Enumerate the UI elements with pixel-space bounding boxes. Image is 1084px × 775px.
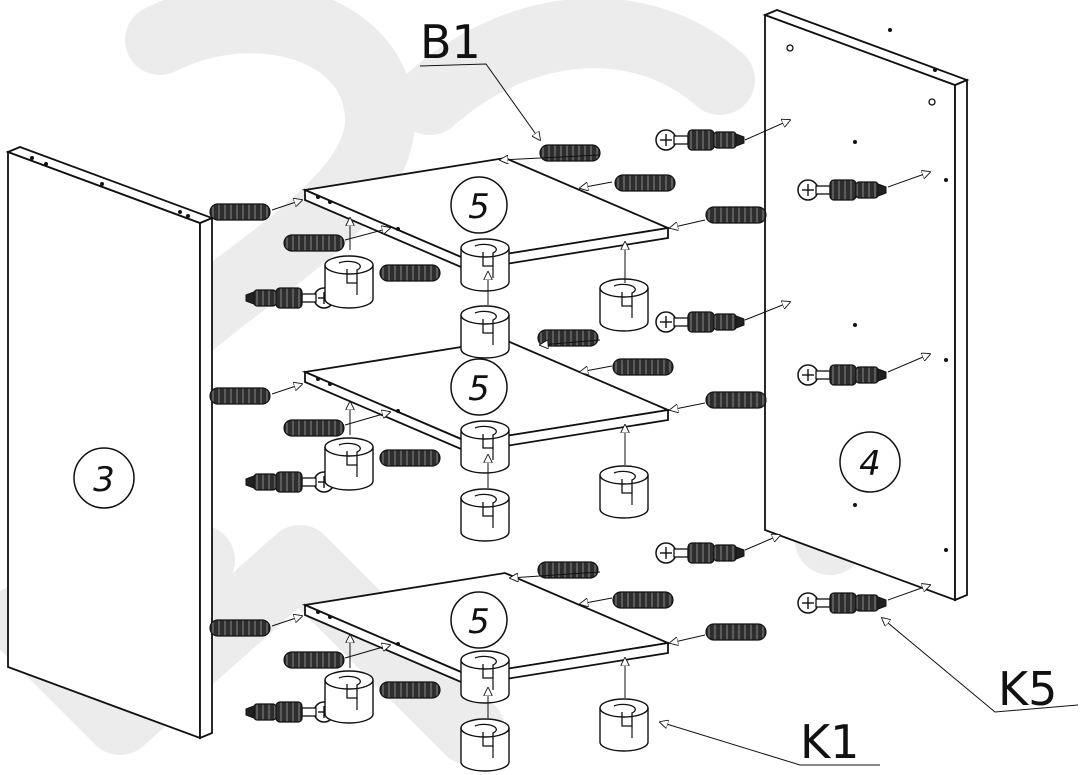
side-panel-left xyxy=(5,146,215,740)
cam-bolt-icon xyxy=(246,288,334,308)
cam-bolt-icon xyxy=(246,702,334,722)
assembly-arrows xyxy=(271,120,930,718)
cam-lock-icon xyxy=(324,670,374,724)
cam-bolt-icon xyxy=(655,542,745,564)
dowel-icon xyxy=(283,234,345,252)
dowel-icon xyxy=(379,449,441,467)
part-3-badge xyxy=(73,447,135,509)
dowel-icon xyxy=(209,203,271,221)
callout-label-k1: K1 xyxy=(800,715,859,769)
cam-lock-icon xyxy=(599,278,649,332)
dowel-icon xyxy=(614,174,676,192)
part-4-label: 4 xyxy=(859,444,881,484)
cam-bolt-icon xyxy=(797,179,887,201)
part-5-badge-top xyxy=(450,176,508,234)
dowel-icon xyxy=(209,619,271,637)
cam-bolt-icon xyxy=(655,129,745,151)
cam-lock-icon xyxy=(599,698,649,752)
dowel-icon xyxy=(705,623,767,641)
dowel-icon xyxy=(379,681,441,699)
cam-lock-icon xyxy=(599,465,649,519)
cam-bolt-icon xyxy=(246,472,334,492)
cam-lock-icon xyxy=(460,238,510,292)
dowel-icon xyxy=(705,206,767,224)
part-5-badge-middle xyxy=(450,358,508,416)
part-3-label: 3 xyxy=(93,460,115,500)
dowel-icon xyxy=(283,651,345,669)
cam-bolt-icon xyxy=(655,311,745,333)
dowel-icon xyxy=(612,358,674,376)
cam-lock-icon xyxy=(324,255,374,309)
callout-label-k5: K5 xyxy=(998,662,1057,716)
part-5-label-top: 5 xyxy=(468,187,490,227)
cam-bolt-icon xyxy=(797,364,887,386)
dowel-icon xyxy=(379,264,441,282)
dowel-icon xyxy=(283,419,345,437)
dowel-icon xyxy=(705,391,767,409)
part-5-label-middle: 5 xyxy=(468,369,490,409)
part-5-badge-bottom xyxy=(450,591,508,649)
part-5-label-bottom: 5 xyxy=(468,602,490,642)
side-panel-right xyxy=(762,9,970,602)
cam-lock-icon xyxy=(460,718,510,772)
cam-lock-icon xyxy=(324,437,374,491)
cam-lock-icon xyxy=(460,305,510,359)
cam-lock-icon xyxy=(460,420,510,474)
cam-lock-icon xyxy=(460,650,510,704)
part-4-badge xyxy=(839,431,901,493)
dowel-icon xyxy=(539,144,601,162)
dowel-icon xyxy=(537,329,599,347)
cam-lock-icon xyxy=(460,488,510,542)
callout-leaders xyxy=(419,63,1079,766)
cam-locks xyxy=(324,238,649,772)
dowel-icon xyxy=(209,387,271,405)
cam-bolt-icon xyxy=(797,592,887,614)
dowel-icon xyxy=(612,591,674,609)
callout-label-b1: B1 xyxy=(420,15,481,69)
